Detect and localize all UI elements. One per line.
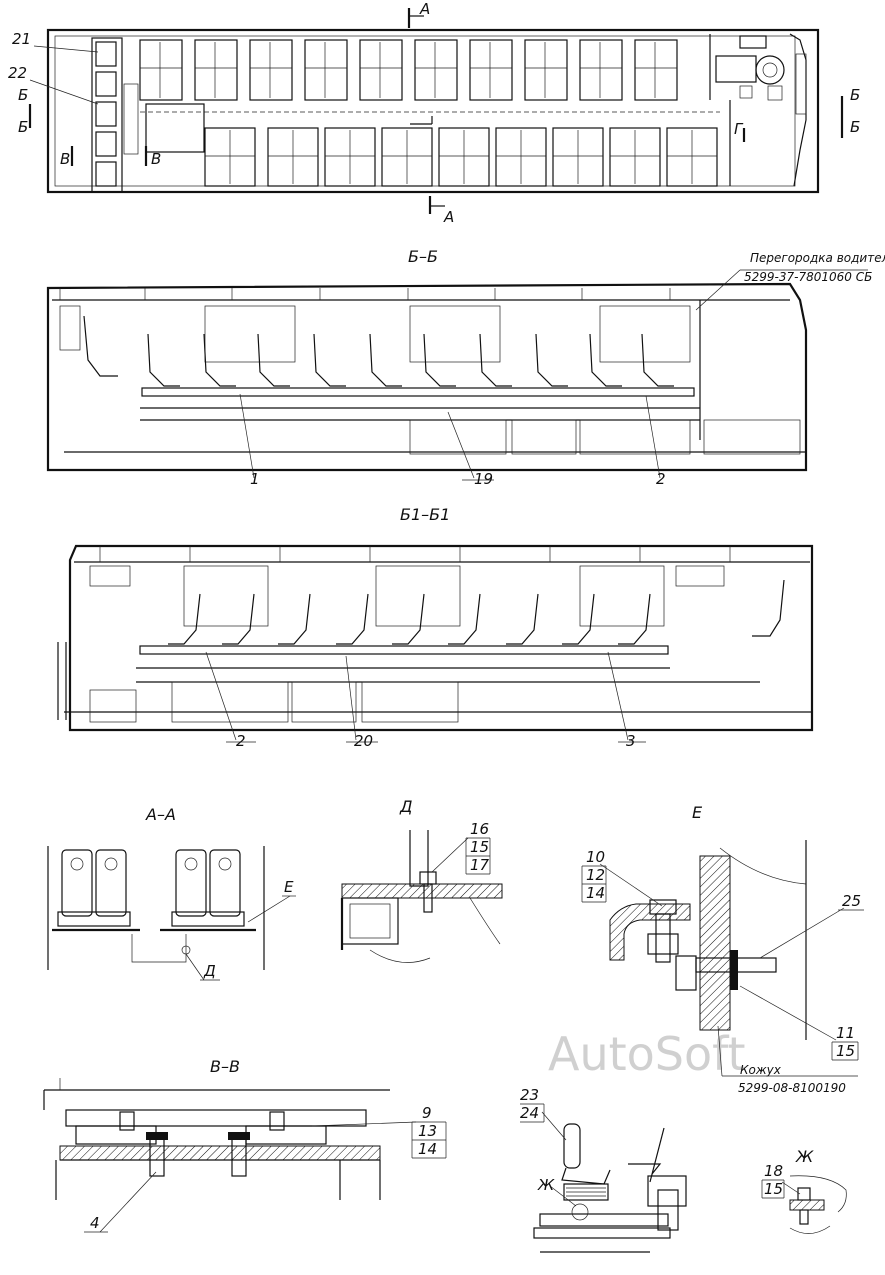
callout-18: 18 bbox=[764, 1162, 783, 1180]
section-bb1-view: Б1–Б1 bbox=[57, 505, 814, 750]
section-aa-title: А–А bbox=[145, 805, 176, 824]
callout-23: 23 bbox=[520, 1086, 539, 1104]
callout-19: 19 bbox=[474, 470, 493, 488]
cover-note-line1: Кожух bbox=[740, 1063, 782, 1077]
driver-seat-view: 23 24 Ж bbox=[520, 1086, 687, 1253]
callout-12: 12 bbox=[586, 866, 605, 884]
cover-note-line2: 5299-08-8100190 bbox=[738, 1081, 846, 1095]
detail-zh-title: Ж bbox=[795, 1147, 814, 1166]
callout-17: 17 bbox=[470, 856, 490, 874]
bb1-seats bbox=[168, 579, 785, 645]
section-aa-view: А–А Е Д bbox=[47, 805, 296, 981]
plan-driver-area bbox=[709, 33, 819, 190]
callout-25: 25 bbox=[842, 892, 861, 910]
callout-2-bb1: 2 bbox=[236, 732, 246, 750]
mark-v-1: В bbox=[60, 150, 70, 168]
callout-9: 9 bbox=[422, 1104, 432, 1122]
callout-2-bb: 2 bbox=[656, 470, 666, 488]
plan-view: А А Б Б Б Б В В Г 21 22 bbox=[8, 0, 860, 226]
callout-1: 1 bbox=[250, 470, 260, 488]
detail-zh-view: Ж 18 15 bbox=[761, 1147, 847, 1234]
mark-v-2: В bbox=[151, 150, 161, 168]
partition-note-line1: Перегородка водителя bbox=[750, 251, 885, 265]
callout-15-zh: 15 bbox=[764, 1180, 783, 1198]
detail-e-view: Е 10 12 14 25 11 15 Кожух 5299-08-810019… bbox=[581, 803, 864, 1095]
section-bb-title: Б–Б bbox=[408, 247, 438, 266]
detail-d-title: Д bbox=[399, 797, 413, 816]
mark-g: Г bbox=[734, 120, 744, 138]
callout-14-v: 14 bbox=[418, 1140, 437, 1158]
mark-a-bottom: А bbox=[443, 208, 454, 226]
detail-e-title: Е bbox=[692, 803, 703, 822]
callout-21: 21 bbox=[12, 30, 31, 48]
section-bb1-title: Б1–Б1 bbox=[400, 505, 450, 524]
section-vv-view: В–В 9 13 14 4 bbox=[43, 1057, 447, 1233]
mark-b-left-2: Б bbox=[18, 118, 28, 136]
callout-16: 16 bbox=[470, 820, 489, 838]
callout-10: 10 bbox=[586, 848, 605, 866]
mark-b-right-1: Б bbox=[850, 86, 860, 104]
partition-note-line2: 5299-37-7801060 СБ bbox=[744, 270, 872, 284]
mark-b-right-2: Б bbox=[850, 118, 860, 136]
callout-13: 13 bbox=[418, 1122, 437, 1140]
callout-11: 11 bbox=[836, 1024, 855, 1042]
plan-bottom-seats bbox=[204, 127, 718, 187]
callout-zh-ref: Ж bbox=[537, 1176, 555, 1194]
callout-e-ref: Е bbox=[284, 878, 294, 896]
section-bb-view: Б–Б bbox=[46, 247, 885, 488]
callout-4: 4 bbox=[90, 1214, 100, 1232]
watermark: AutoSoft bbox=[548, 1027, 746, 1081]
plan-top-seats bbox=[139, 39, 678, 101]
callout-15-d: 15 bbox=[470, 838, 489, 856]
section-vv-title: В–В bbox=[210, 1057, 240, 1076]
callout-24: 24 bbox=[520, 1104, 539, 1122]
plan-section-marks: А А Б Б Б Б В В Г bbox=[18, 0, 860, 226]
callout-d-ref: Д bbox=[203, 962, 216, 980]
callout-15-e: 15 bbox=[836, 1042, 855, 1060]
mark-b-left-1: Б bbox=[18, 86, 28, 104]
callout-22: 22 bbox=[8, 64, 27, 82]
callout-3: 3 bbox=[626, 732, 636, 750]
callout-14-e: 14 bbox=[586, 884, 605, 902]
callout-20: 20 bbox=[354, 732, 373, 750]
bb-seats bbox=[83, 315, 674, 387]
detail-d-view: Д 16 15 17 bbox=[340, 797, 503, 963]
mark-a-top: А bbox=[419, 0, 430, 18]
